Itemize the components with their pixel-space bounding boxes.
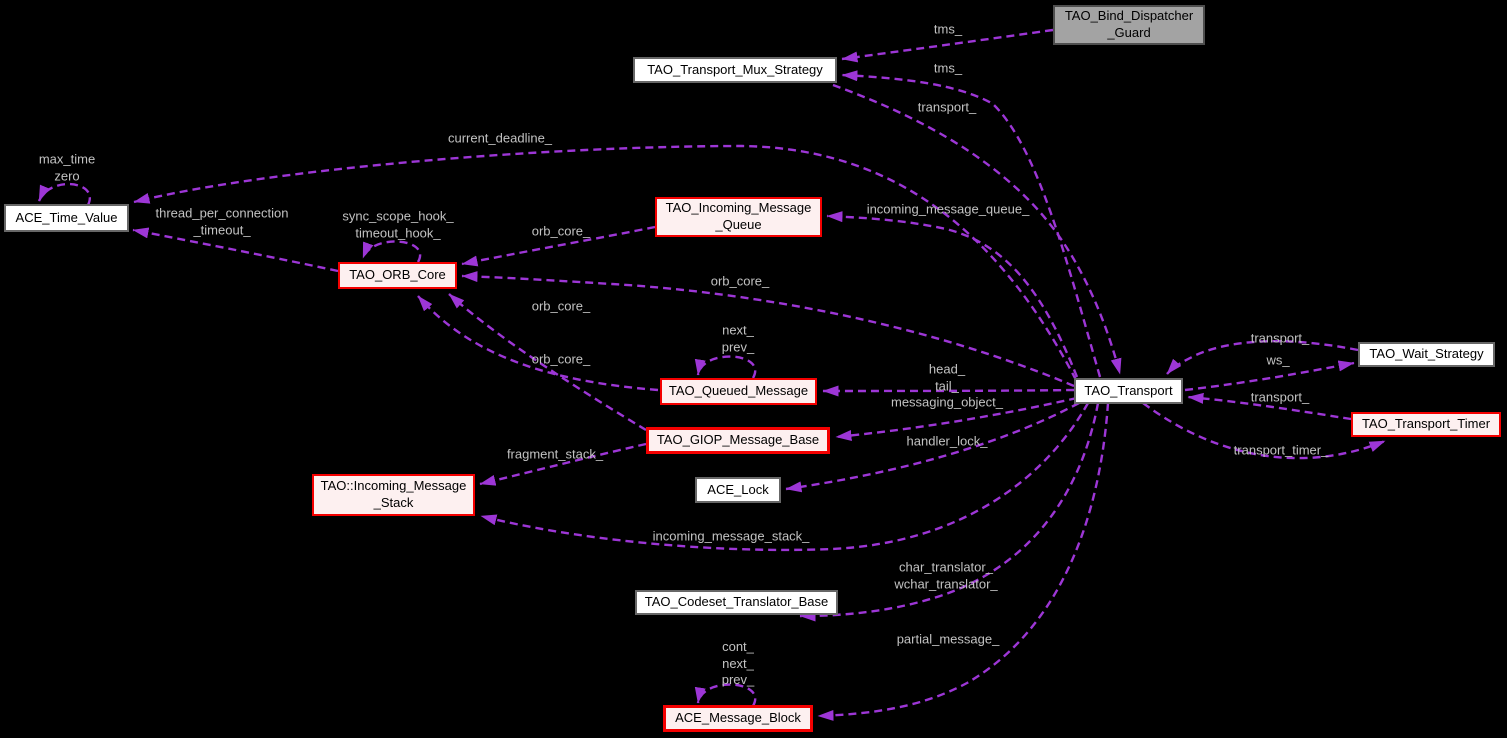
edge-label-next-prev: next_ prev_ — [721, 322, 755, 354]
edge-label-thread-per-connection-timeout: thread_per_connection _timeout_ — [155, 205, 289, 237]
edge-label-handler-lock: handler_lock_ — [906, 433, 988, 449]
node-tao-wait-strategy[interactable]: TAO_Wait_Strategy — [1358, 342, 1495, 367]
edge-timer-transport — [1187, 392, 1352, 421]
node-ace-time-value[interactable]: ACE_Time_Value — [4, 204, 129, 232]
edge-transport-partial-message — [817, 402, 1110, 721]
edge-transport-transport-timer — [1142, 402, 1386, 460]
node-ace-lock[interactable]: ACE_Lock — [695, 477, 781, 503]
node-tao-queued-message[interactable]: TAO_Queued_Message — [660, 378, 817, 405]
edge-guard-tms-to-mux — [841, 28, 1054, 63]
edge-label-fragment-stack: fragment_stack_ — [506, 446, 604, 462]
node-tao-orb-core[interactable]: TAO_ORB_Core — [338, 262, 457, 289]
edge-label-transport-wait: transport_ — [1250, 330, 1310, 346]
edge-orb-core-self-loop — [361, 240, 422, 263]
node-tao-transport[interactable]: TAO_Transport — [1074, 378, 1183, 404]
edge-queue-orb-core — [461, 225, 656, 267]
edge-label-max-time-zero: max_time zero — [38, 151, 96, 183]
node-tao-transport-mux-strategy[interactable]: TAO_Transport_Mux_Strategy — [633, 57, 837, 83]
edge-label-incoming-message-stack: incoming_message_stack_ — [652, 528, 810, 544]
edge-label-cont-next-prev: cont_ next_ prev_ — [721, 639, 755, 688]
edge-label-transport-timer-member: transport_timer_ — [1233, 442, 1329, 458]
edge-label-sync-scope-hook: sync_scope_hook_ timeout_hook_ — [342, 208, 454, 240]
edge-label-tms-guard: tms_ — [933, 21, 963, 37]
edge-time-value-self-loop — [37, 182, 91, 206]
node-tao-incoming-message-stack[interactable]: TAO::Incoming_Message _Stack — [312, 474, 475, 516]
edge-label-orb-core-transport: orb_core_ — [710, 273, 770, 289]
node-tao-codeset-translator-base[interactable]: TAO_Codeset_Translator_Base — [635, 590, 838, 615]
edge-orb-timeout-to-time-value — [132, 227, 339, 273]
node-tao-transport-timer[interactable]: TAO_Transport_Timer — [1351, 412, 1501, 437]
edge-transport-messaging-object — [835, 396, 1078, 441]
edge-label-incoming-message-queue: incoming_message_queue_ — [866, 201, 1030, 217]
edge-label-tms-transport: tms_ — [933, 60, 963, 76]
edge-label-ws: ws_ — [1266, 352, 1290, 368]
edge-transport-incoming-message-queue — [826, 211, 1079, 378]
edge-current-deadline-to-time-value — [133, 144, 1078, 381]
edge-label-transport-timer-edge: transport_ — [1250, 389, 1310, 405]
edge-transport-head-tail — [822, 385, 1075, 397]
edge-label-orb-core-giop: orb_core_ — [531, 351, 591, 367]
edge-giop-fragment-stack — [479, 442, 647, 486]
node-ace-message-block[interactable]: ACE_Message_Block — [663, 705, 813, 732]
node-tao-bind-dispatcher-guard[interactable]: TAO_Bind_Dispatcher _Guard — [1053, 5, 1205, 45]
edge-transport-orb-core — [461, 271, 1075, 388]
edge-label-orb-core-queue: orb_core_ — [531, 223, 591, 239]
node-tao-giop-message-base[interactable]: TAO_GIOP_Message_Base — [646, 427, 830, 454]
edge-mux-transport-to-transport — [832, 83, 1122, 375]
edge-label-partial-message: partial_message_ — [896, 631, 1000, 647]
edge-transport-tms-to-mux — [841, 70, 1102, 378]
edge-wait-strategy-transport — [1166, 340, 1359, 375]
edge-message-block-self-loop — [694, 683, 757, 707]
edge-label-messaging-object: messaging_object_ — [890, 394, 1004, 410]
node-tao-incoming-message-queue[interactable]: TAO_Incoming_Message _Queue — [655, 197, 822, 237]
edge-label-orb-core-queued-message: orb_core_ — [531, 298, 591, 314]
edge-label-current-deadline: current_deadline_ — [447, 130, 553, 146]
edge-label-char-wchar-translator: char_translator_ wchar_translator_ — [894, 559, 998, 591]
edge-label-head-tail: head_ tail_ — [928, 361, 966, 393]
edge-giop-orb-core — [448, 293, 647, 432]
edge-label-transport-mux: transport_ — [917, 99, 977, 115]
edge-transport-handler-lock — [785, 401, 1080, 493]
edge-transport-ws — [1184, 360, 1355, 392]
edge-transport-codeset-translators — [799, 402, 1100, 622]
edge-queued-message-self-loop — [694, 355, 757, 379]
